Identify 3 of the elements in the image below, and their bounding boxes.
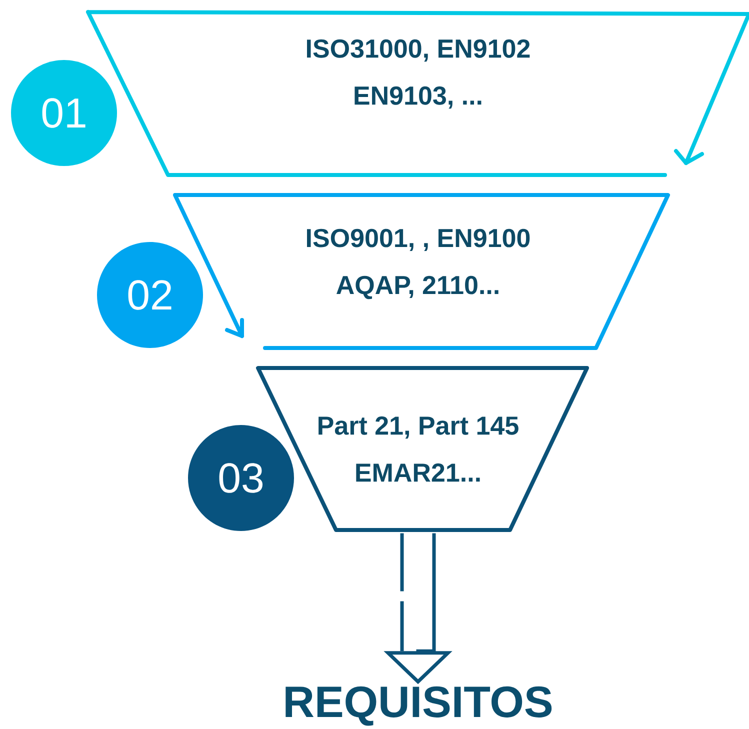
result-heading: REQUISITOS bbox=[286, 686, 552, 726]
funnel-section: ISO9001, , EN9100 AQAP, 2110... bbox=[173, 193, 670, 350]
funnel-section: ISO31000, EN9102 EN9103, ... bbox=[86, 10, 749, 177]
